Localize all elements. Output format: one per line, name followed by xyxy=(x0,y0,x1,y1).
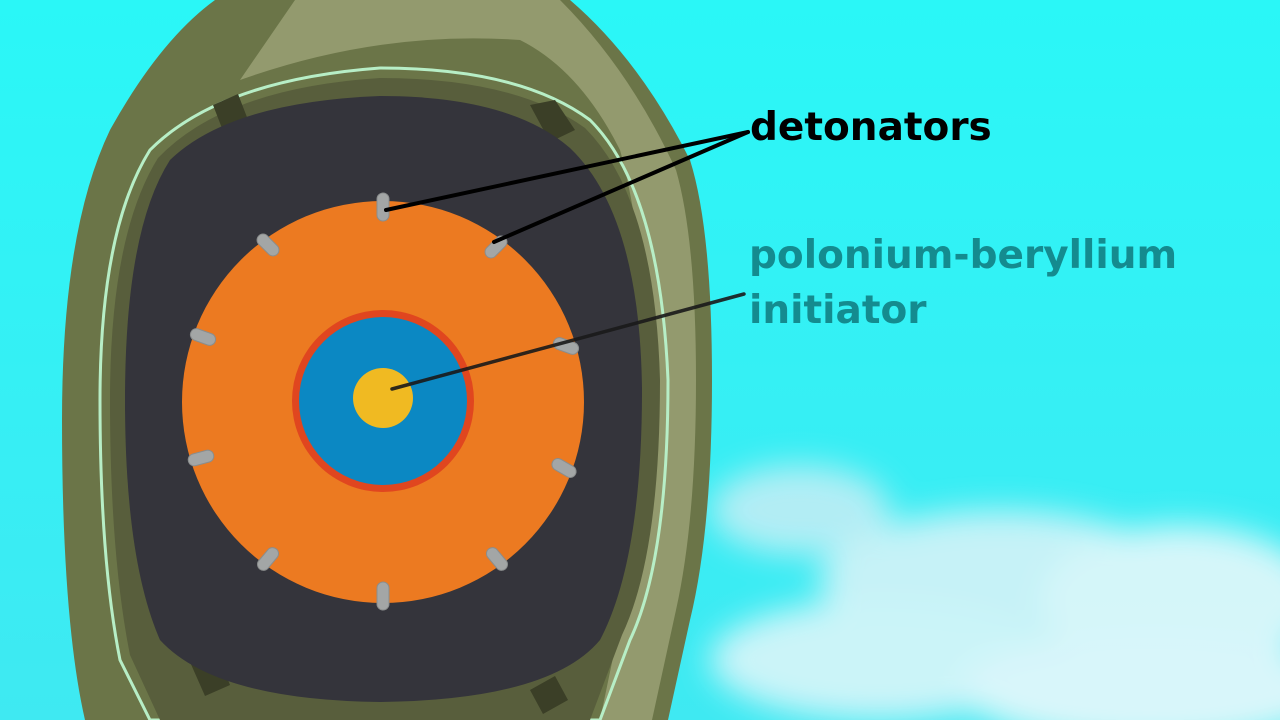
detonator xyxy=(551,458,577,478)
detonator xyxy=(376,192,390,222)
clouds xyxy=(710,465,1280,720)
initiator-leader-line xyxy=(390,292,746,391)
detonator xyxy=(486,547,508,571)
detonator xyxy=(187,449,215,467)
casing-seam xyxy=(98,66,670,720)
detonators-label: detonators xyxy=(750,105,992,150)
initiator-label-line1: polonium-beryllium xyxy=(749,233,1177,278)
detonator xyxy=(376,581,390,611)
initiator-label-line2: initiator xyxy=(749,288,927,333)
initiator-core xyxy=(353,368,413,428)
detonator xyxy=(189,328,217,346)
detonator xyxy=(257,547,279,571)
casing-highlight xyxy=(240,0,696,720)
detonator xyxy=(256,233,280,257)
detonators-group xyxy=(187,192,580,611)
detonators-leader-lines xyxy=(384,130,750,244)
